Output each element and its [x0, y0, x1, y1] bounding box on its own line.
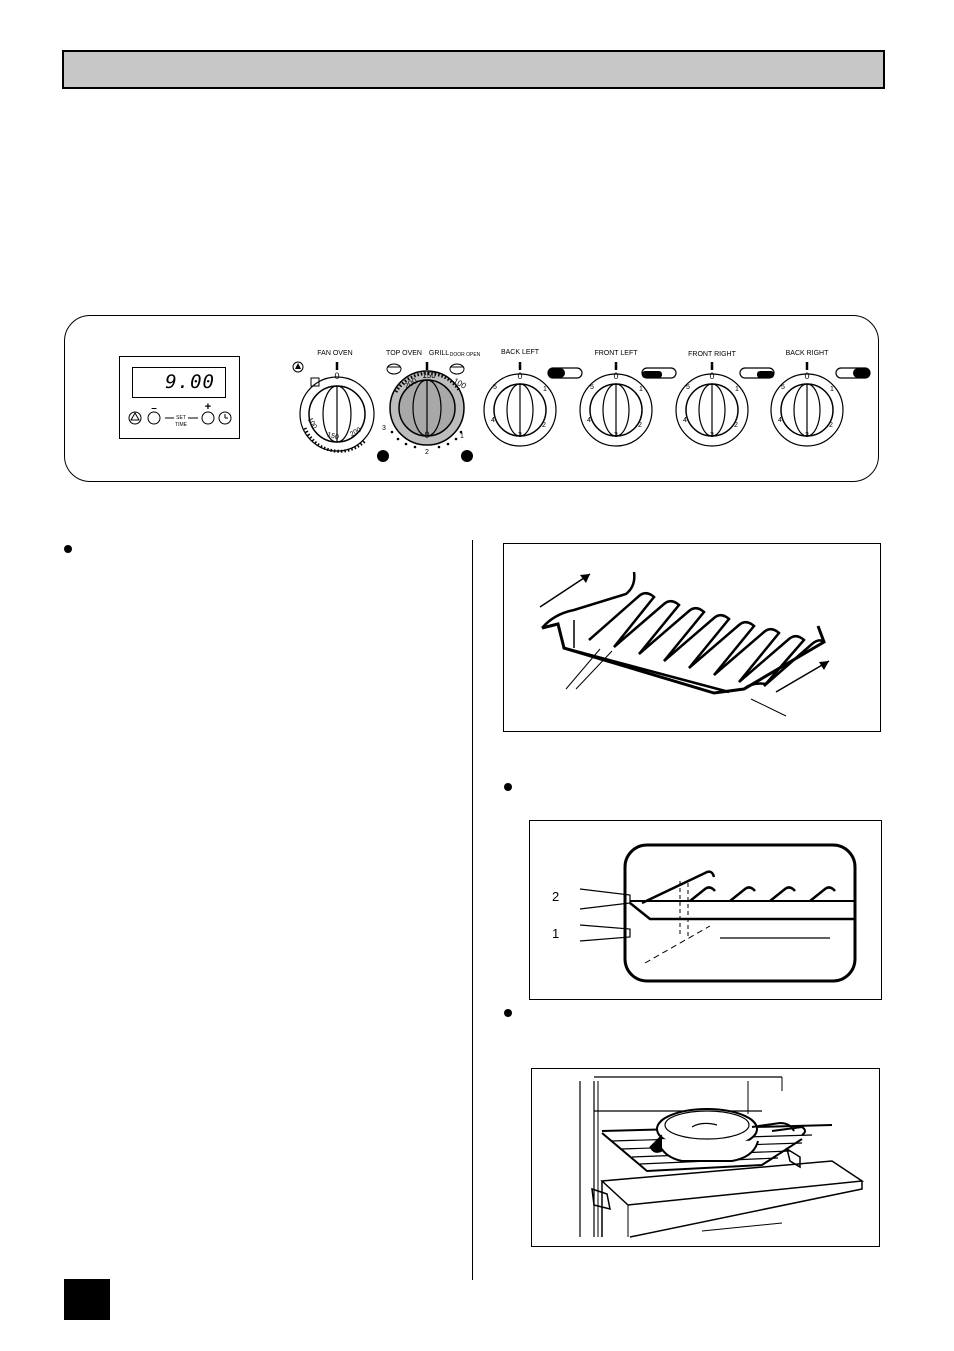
grill-mark-3: 3 [382, 425, 386, 432]
back-left-mark-1: 1 [543, 386, 547, 393]
control-panel: 9.00 – + SET TIME FAN OVEN 0 100 150 200… [64, 315, 879, 482]
bullet-right-1 [504, 783, 512, 791]
indicator-front-right [739, 367, 775, 379]
back-left-mark-2: 2 [542, 422, 546, 429]
fan-oven-label: FAN OVEN [317, 350, 353, 357]
front-right-mark-2: 2 [734, 422, 738, 429]
column-divider [472, 540, 473, 1280]
hotplate-knob-back-right[interactable] [770, 373, 844, 447]
clock-icon[interactable] [218, 411, 232, 425]
back-right-zero: 0 [804, 371, 810, 381]
back-right-mark-3: 3 [805, 432, 809, 439]
front-right-label: FRONT RIGHT [688, 351, 736, 358]
front-right-zero: 0 [709, 371, 715, 381]
back-left-zero: 0 [517, 371, 523, 381]
top-oven-zero: 0 [424, 430, 430, 440]
plus-label: + [204, 401, 212, 413]
minus-label: – [151, 403, 157, 414]
hotplate-knob-front-right[interactable] [675, 373, 749, 447]
grill-icon [449, 363, 465, 375]
top-oven-label: TOP OVEN [386, 350, 422, 357]
control-panel-drawing [292, 361, 871, 462]
front-left-mark-1: 1 [639, 386, 643, 393]
hotplate-knob-back-left[interactable] [483, 373, 557, 447]
front-right-mark-3: 3 [710, 432, 714, 439]
back-right-mark-5: 5 [781, 384, 785, 391]
back-right-mark-2: 2 [829, 422, 833, 429]
bullet-right-2 [504, 1009, 512, 1017]
front-right-mark-4: 4 [683, 417, 687, 424]
top-oven-grill-knob[interactable] [389, 370, 465, 446]
back-left-mark-3: 3 [518, 432, 522, 439]
back-right-label: BACK RIGHT [785, 350, 829, 357]
back-right-mark-4: 4 [778, 417, 782, 424]
door-open-label: DOOR OPEN [449, 352, 481, 358]
figure-oven-shelf [503, 543, 881, 732]
dish-on-shelf-drawing [579, 1076, 865, 1238]
top-oven-scale-150: 150 [422, 371, 436, 380]
top-oven-neon-left [377, 450, 389, 462]
shelf-position-2-label: 2 [552, 889, 560, 904]
back-left-mark-5: 5 [493, 384, 497, 391]
fan-icon [292, 361, 304, 373]
set-label: SET [176, 415, 186, 421]
back-left-label: BACK LEFT [500, 349, 540, 356]
clock-timer: 9.00 – + SET TIME [119, 356, 240, 439]
front-left-zero: 0 [613, 371, 619, 381]
fan-oven-zero: 0 [334, 371, 340, 381]
front-left-label: FRONT LEFT [594, 350, 638, 357]
front-right-mark-5: 5 [686, 384, 690, 391]
shelf-position-1-label: 1 [552, 926, 560, 941]
hotplate-knob-front-left[interactable] [579, 373, 653, 447]
indicator-front-left [641, 367, 677, 379]
front-left-mark-5: 5 [590, 384, 594, 391]
grill-label: GRILL [428, 350, 450, 357]
bell-icon [130, 411, 140, 421]
indicator-back-right [835, 367, 871, 379]
figure-dish-on-shelf [531, 1068, 880, 1247]
grill-dots [390, 430, 463, 449]
front-left-mark-2: 2 [638, 422, 642, 429]
back-left-mark-4: 4 [491, 417, 495, 424]
oven-shelf-drawing [539, 571, 830, 717]
top-oven-neon-right [461, 450, 473, 462]
figure-shelf-positions: 2 1 [529, 820, 882, 1000]
bullet-left [64, 545, 72, 553]
indicator-back-left [547, 367, 583, 379]
top-oven-icon [386, 363, 402, 375]
grill-mark-2: 2 [425, 449, 429, 456]
back-right-mark-1: 1 [830, 386, 834, 393]
section-title-bar [62, 50, 885, 89]
page-number-tab [64, 1279, 110, 1320]
shelf-positions-drawing [579, 843, 857, 983]
front-right-mark-1: 1 [735, 386, 739, 393]
fan-oven-knob[interactable] [299, 376, 375, 453]
front-left-mark-4: 4 [587, 417, 591, 424]
time-label: TIME [175, 422, 187, 428]
timer-display: 9.00 [132, 367, 226, 398]
front-left-mark-3: 3 [614, 432, 618, 439]
fan-blade-icon [295, 363, 301, 369]
plus-button[interactable] [201, 411, 215, 425]
grill-mark-1: 1 [460, 433, 464, 440]
